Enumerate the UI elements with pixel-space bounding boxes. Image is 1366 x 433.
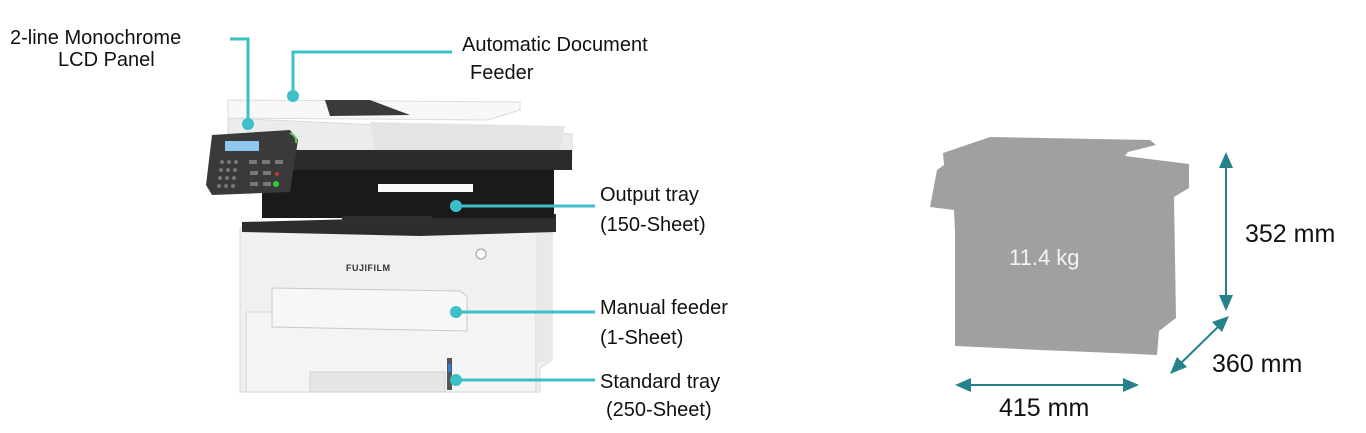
callout-dot-manual xyxy=(450,306,462,318)
depth-label: 360 mm xyxy=(1212,350,1303,378)
printer-silhouette xyxy=(930,137,1189,355)
callout-lcd-line2: LCD Panel xyxy=(58,49,155,71)
dimension-arrows xyxy=(955,152,1233,392)
callout-dot-standard xyxy=(450,374,462,386)
callout-dot-output xyxy=(450,200,462,212)
callout-standard-line2: (250-Sheet) xyxy=(606,399,712,421)
callout-manual-line2: (1-Sheet) xyxy=(600,327,684,349)
callout-dot-adf xyxy=(287,90,299,102)
width-label: 415 mm xyxy=(999,394,1090,422)
printer-illustration: FUJIFILM xyxy=(206,99,573,393)
callout-standard-line1: Standard tray xyxy=(600,371,721,393)
callout-adf-line1: Automatic Document xyxy=(462,34,648,56)
callout-dots xyxy=(242,90,462,386)
callout-output-line1: Output tray xyxy=(600,184,699,206)
height-label: 352 mm xyxy=(1245,220,1336,248)
callout-output-line2: (150-Sheet) xyxy=(600,214,706,236)
callout-lines xyxy=(230,37,595,382)
callout-dot-lcd xyxy=(242,118,254,130)
callout-lcd-line1: 2-line Monochrome xyxy=(10,27,182,49)
callout-manual-line1: Manual feeder xyxy=(600,297,728,319)
callout-adf-line2: Feeder xyxy=(470,62,534,84)
weight-label: 11.4 kg xyxy=(1009,245,1080,270)
brand-logo: FUJIFILM xyxy=(346,263,391,273)
